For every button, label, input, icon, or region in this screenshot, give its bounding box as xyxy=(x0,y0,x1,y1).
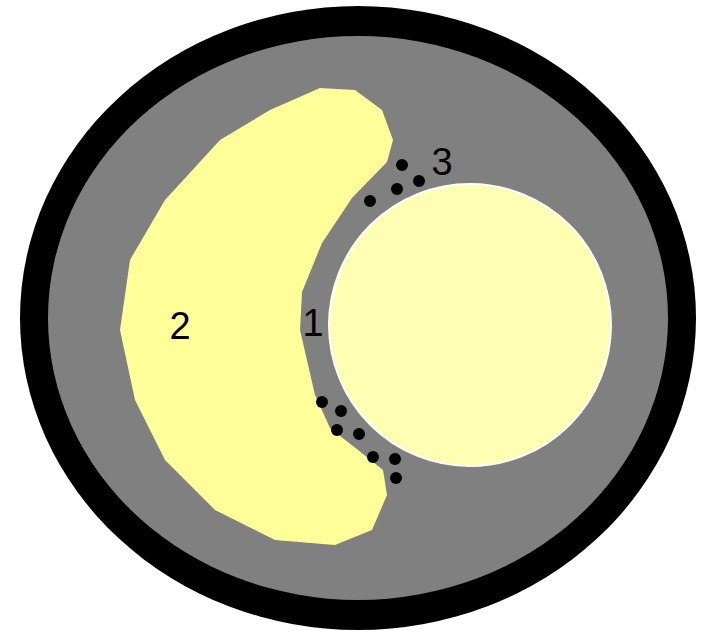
dot xyxy=(364,195,376,207)
dot xyxy=(413,175,425,187)
round-body xyxy=(329,184,611,466)
callout-number: 1 xyxy=(302,304,323,342)
callout-number: 2 xyxy=(169,307,190,345)
dot xyxy=(390,472,402,484)
dot xyxy=(389,453,401,465)
outer-ring xyxy=(20,6,696,630)
dot xyxy=(367,451,379,463)
callout-number: 3 xyxy=(431,143,452,181)
dot xyxy=(316,396,328,408)
inner-ground xyxy=(48,36,668,600)
dot xyxy=(331,424,343,436)
dot xyxy=(335,405,347,417)
dot xyxy=(353,428,365,440)
granule-dots xyxy=(316,159,425,484)
dot xyxy=(391,183,403,195)
dot xyxy=(396,159,408,171)
